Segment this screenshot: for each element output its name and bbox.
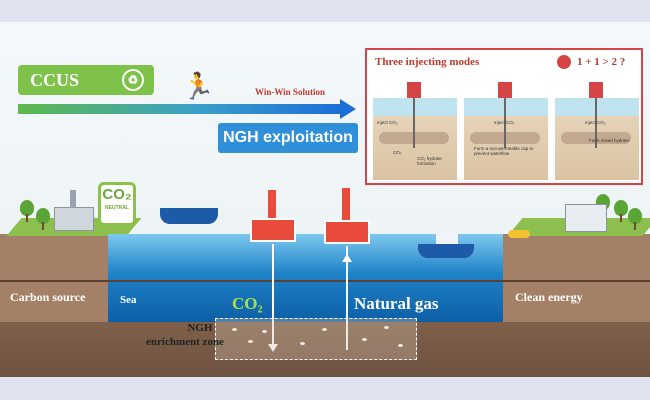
ngh-zone-label-line2: enrichment zone [146,336,224,348]
mode3-text-inject: Inject CO₂ [585,120,606,125]
tree-icon [20,200,34,222]
mini-sea [373,98,457,116]
mode1-text-co2: CO₂ [393,150,402,155]
injecting-modes-panel: Three injecting modes 1 + 1 > 2 ? Inject… [365,48,643,185]
hydrate-particle [384,326,389,329]
ship-icon [160,208,218,224]
land-left [0,234,108,322]
mini-sea [464,98,548,116]
mode-1-diagram: Inject CO₂ CO₂ CO₂ hydrate formation [373,76,457,180]
co2-label: CO₂ [232,294,263,313]
injection-pipe [413,98,415,148]
ship-cabin [436,234,458,244]
up-arrow-icon [342,254,352,262]
hydrate-particle [398,344,403,347]
rig-icon [589,82,603,98]
mini-ground [373,116,457,180]
tree-icon [628,208,642,230]
hydrate-particle [232,328,237,331]
ship-cabin [178,198,200,208]
recycle-icon: ♻ [122,69,144,91]
hydrate-particle [300,342,305,345]
mini-ground [464,116,548,180]
arrow-head [340,99,356,119]
co2-sign-small: NEUTRAL [105,205,129,211]
hydrate-particle [362,338,367,341]
ngh-zone-label-line1: NGH [187,322,213,334]
chimney-icon [70,190,76,208]
mode-2-diagram: Inject CO₂ Form a non-permeable cap to p… [464,76,548,180]
diagram-frame: CCUS ♻ 🏃 Win-Win Solution NGH exploitati… [0,22,650,377]
mode2-text-cap: Form a non-permeable cap to prevent wate… [474,146,534,156]
mode2-text-inject: Inject CO₂ [494,120,515,125]
mini-ground [555,116,639,180]
factory-icon [54,207,94,231]
carbon-source-label: Carbon source [10,290,86,304]
gas-production-well [346,246,348,350]
sea-label: Sea [120,294,137,306]
win-win-label: Win-Win Solution [255,87,325,97]
rig-tower [268,190,276,218]
rig-icon [498,82,512,98]
running-person-icon: 🏃 [182,71,215,101]
ngh-exploitation-title: NGH exploitation [218,123,358,153]
co2-sign-big: CO₂ [102,186,132,203]
mode3-text-mixed: Form mixed hydrate [589,138,630,143]
rig-icon [407,82,421,98]
ccus-badge: CCUS ♻ [18,65,154,95]
injection-pipe [504,98,506,148]
offshore-rig-icon [250,218,296,242]
mode1-text-inject: Inject CO₂ [377,120,398,125]
mini-sea [555,98,639,116]
offshore-rig-icon [324,220,370,244]
tree-icon [614,200,628,222]
target-icon [557,55,571,69]
natural-gas-label: Natural gas [354,294,439,313]
equation-label: 1 + 1 > 2 ? [577,56,626,68]
down-arrow-icon [268,344,278,352]
building-icon [565,204,607,232]
ngh-enrichment-zone [215,318,417,360]
land-right [503,234,650,322]
clean-energy-label: Clean energy [515,290,583,304]
ccus-label: CCUS [30,69,80,90]
injection-pipe [595,98,597,148]
energy-tank-icon [508,230,530,238]
soil-line [0,280,650,282]
mode-3-diagram: Inject CO₂ Form mixed hydrate [555,76,639,180]
mode1-text-formation: CO₂ hydrate formation [417,156,442,166]
co2-neutral-sign: CO₂ NEUTRAL [98,182,136,226]
hydrate-particle [322,328,327,331]
ship-icon [418,244,474,258]
rig-tower [342,188,350,220]
progress-arrow [18,104,343,114]
co2-injection-well [272,244,274,350]
hydrate-particle [248,340,253,343]
modes-title: Three injecting modes [375,56,480,68]
tree-icon [36,208,50,230]
hydrate-particle [262,330,267,333]
